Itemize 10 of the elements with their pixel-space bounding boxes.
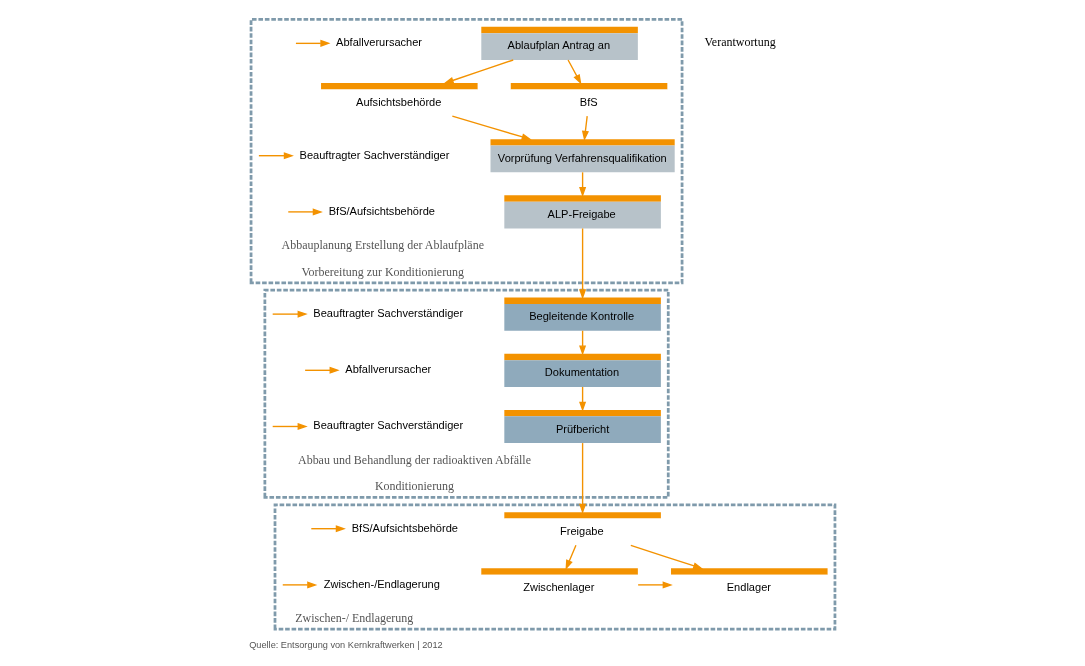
node-text: BfS/Aufsichtsbehörde [351, 521, 458, 534]
node-text: Abfallverursacher [344, 363, 431, 376]
node-text: Zwischen-/Endlagerung [323, 577, 440, 590]
node-text: Beauftragter Sachverständiger [299, 148, 449, 161]
node-text: Abfallverursacher [335, 36, 422, 49]
label: Verantwortung [704, 35, 776, 50]
node-text: BfS/Aufsichtsbehörde [328, 204, 435, 217]
node-text: Beauftragter Sachverständiger [312, 306, 463, 319]
node-text: Beauftragter Sachverständiger [312, 419, 463, 432]
caption: Quelle: Entsorgung von Kernkraftwerken | 2012 [248, 639, 443, 650]
